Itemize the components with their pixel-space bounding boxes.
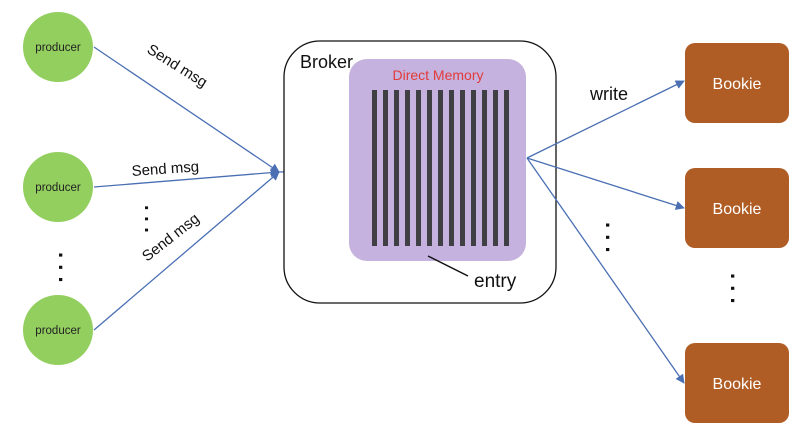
producer-ellipsis-small: . . . — [140, 205, 162, 233]
direct-memory-label: Direct Memory — [392, 67, 483, 83]
producer-label: producer — [35, 325, 81, 337]
memory-entry — [449, 90, 454, 246]
producer-node-2: producer — [23, 152, 93, 222]
memory-entry — [372, 90, 377, 246]
bookie-ellipsis: . . . — [726, 273, 751, 304]
memory-entry — [504, 90, 509, 246]
memory-entry — [482, 90, 487, 246]
memory-entry — [427, 90, 432, 246]
write-arrow-3 — [526, 157, 685, 384]
producer-ellipsis: . . . — [54, 252, 79, 283]
write-arrow-2 — [526, 157, 685, 210]
producer-node-1: producer — [23, 12, 93, 82]
entry-label: entry — [474, 271, 517, 292]
memory-entry — [471, 90, 476, 246]
send-label-2: Send msg — [131, 158, 200, 180]
write-label: write — [589, 84, 628, 104]
bookie-node-3: Bookie — [685, 343, 789, 423]
send-label-1: Send msg — [144, 41, 210, 91]
memory-entries — [372, 90, 509, 246]
memory-entry — [416, 90, 421, 246]
send-arrow-1 — [93, 46, 280, 173]
entry-pointer-line — [427, 255, 469, 277]
producer-label: producer — [35, 42, 81, 54]
memory-entry — [460, 90, 465, 246]
send-arrow-3 — [93, 171, 280, 331]
memory-entry — [438, 90, 443, 246]
memory-entry — [383, 90, 388, 246]
direct-memory-area — [349, 59, 526, 261]
producer-node-3: producer — [23, 295, 93, 365]
memory-entry — [493, 90, 498, 246]
bookie-label: Bookie — [713, 76, 762, 93]
broker-label: Broker — [300, 52, 353, 72]
memory-entry — [394, 90, 399, 246]
memory-entry — [405, 90, 410, 246]
producer-label: producer — [35, 182, 81, 194]
send-arrow-2 — [93, 168, 280, 188]
write-ellipsis: . . . — [601, 222, 626, 253]
write-arrows — [526, 80, 685, 384]
bookie-node-1: Bookie — [685, 43, 789, 123]
bookie-label: Bookie — [713, 201, 762, 218]
bookie-node-2: Bookie — [685, 168, 789, 248]
bookie-label: Bookie — [713, 376, 762, 393]
write-arrow-1 — [526, 80, 685, 159]
